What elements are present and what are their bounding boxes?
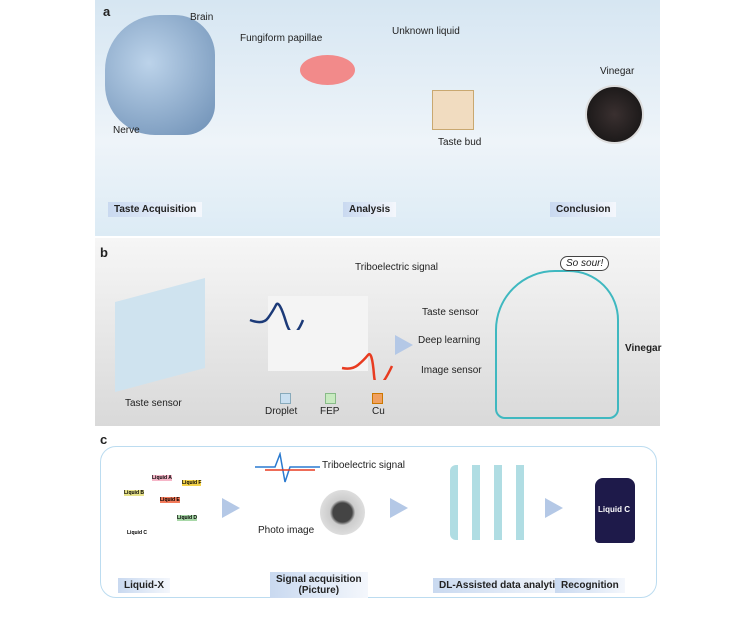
- panel-a-letter: a: [103, 4, 111, 19]
- triboelectric-signal-label-c: Triboelectric signal: [322, 460, 405, 471]
- stage-taste-acquisition: Taste Acquisition: [108, 202, 203, 217]
- legend-fep-label: FEP: [320, 406, 340, 417]
- liquid-d: Liquid D: [177, 515, 197, 521]
- blue-signal-wave: [249, 302, 305, 330]
- liquid-c: Liquid C: [127, 530, 147, 536]
- legend-cu-swatch: [372, 393, 383, 404]
- vinegar-jug-illustration: [585, 85, 644, 144]
- nerve-label: Nerve: [113, 125, 140, 136]
- unknown-liquid-label: Unknown liquid: [392, 26, 460, 37]
- arrow-c2: [390, 498, 408, 518]
- legend-droplet-swatch: [280, 393, 291, 404]
- panel-c-letter: c: [100, 432, 108, 447]
- robot-image-sensor-label: Image sensor: [421, 365, 482, 376]
- tongue-illustration: [300, 55, 355, 85]
- stage-recognition: Recognition: [555, 578, 625, 593]
- stage-signal-acquisition-text: Signal acquisition: [276, 574, 362, 585]
- vinegar-label: Vinegar: [600, 66, 635, 77]
- panel-c: [100, 446, 657, 598]
- panel-b-letter: b: [100, 245, 108, 260]
- head-illustration: [105, 15, 215, 135]
- robot-deep-learning-label: Deep learning: [418, 335, 481, 346]
- robot-taste-sensor-label: Taste sensor: [422, 307, 479, 318]
- brain-label: Brain: [190, 12, 214, 23]
- taste-bud-illustration: [432, 90, 474, 130]
- result-vinegar-label: Vinegar: [625, 343, 662, 354]
- taste-bud-label: Taste bud: [438, 137, 482, 148]
- robot-head-illustration: [495, 270, 619, 419]
- triboelectric-signal-label-b: Triboelectric signal: [355, 262, 438, 273]
- recognized-bottle: [595, 478, 635, 543]
- arrow-c1: [222, 498, 240, 518]
- liquid-a: Liquid A: [152, 475, 172, 481]
- liquid-f: Liquid F: [182, 480, 202, 486]
- legend-droplet-label: Droplet: [265, 406, 298, 417]
- taste-sensor-left-label: Taste sensor: [125, 398, 182, 409]
- liquid-bottles-group: Liquid A Liquid B Liquid C Liquid D Liqu…: [112, 460, 212, 555]
- photo-image-label: Photo image: [258, 525, 315, 536]
- liquid-e: Liquid E: [160, 497, 180, 503]
- red-signal-wave: [341, 352, 394, 380]
- liquid-b: Liquid B: [124, 490, 144, 496]
- arrow-b: [395, 335, 413, 355]
- legend-fep-swatch: [325, 393, 336, 404]
- signal-traces: [255, 452, 320, 483]
- bottle-label: Liquid C: [598, 505, 630, 514]
- legend-cu-label: Cu: [372, 406, 385, 417]
- stage-signal-acquisition: Signal acquisition(Picture): [270, 572, 368, 598]
- stage-signal-acquisition-sub: (Picture): [298, 585, 340, 596]
- stage-analysis: Analysis: [343, 202, 397, 217]
- stage-dl-analytic: DL-Assisted data analytic: [433, 578, 567, 593]
- speech-bubble: So sour!: [560, 256, 610, 271]
- stage-conclusion: Conclusion: [550, 202, 617, 217]
- fungiform-label: Fungiform papillae: [240, 33, 323, 44]
- stage-liquid-x: Liquid-X: [118, 578, 170, 593]
- neural-network-illustration: [450, 465, 530, 540]
- circuit-diagram: [268, 296, 368, 371]
- camera-illustration: [320, 490, 365, 535]
- arrow-c3: [545, 498, 563, 518]
